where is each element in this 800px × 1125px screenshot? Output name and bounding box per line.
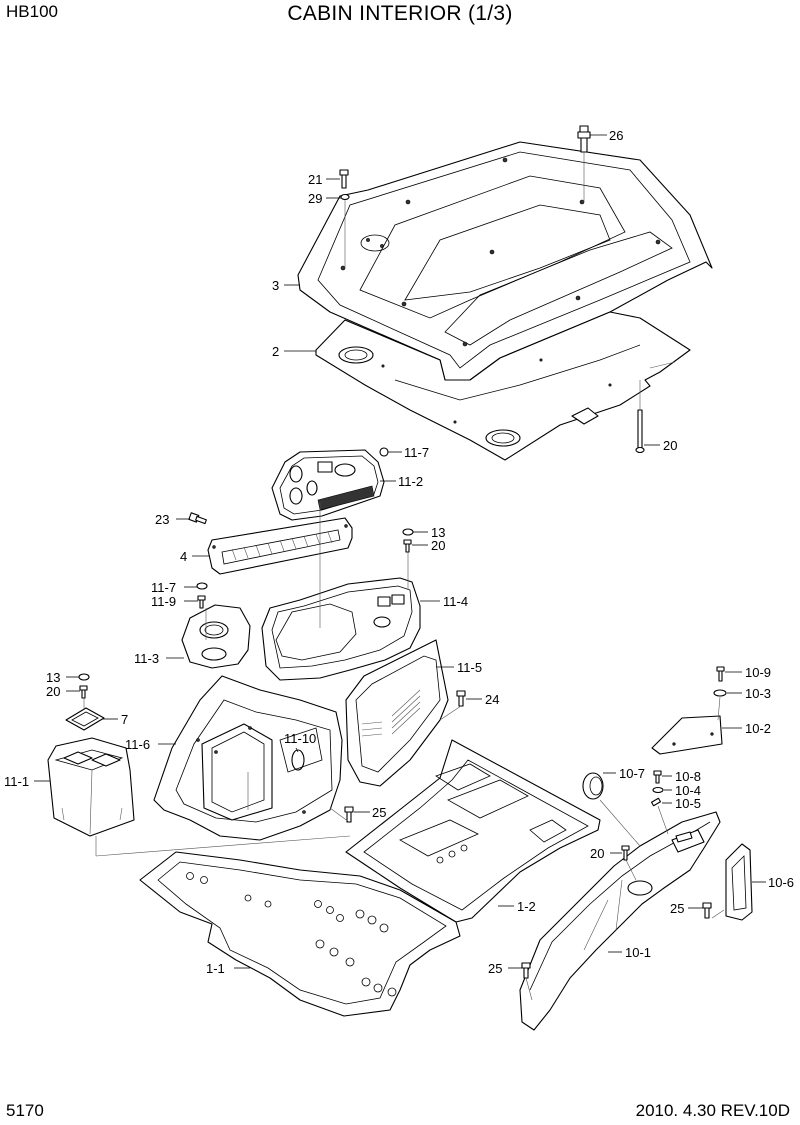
screw-part-20-upper [403, 539, 412, 553]
callout-10-6: 10-6 [768, 875, 794, 890]
cap-part-13-lower [78, 673, 90, 681]
model-code: HB100 [6, 2, 58, 21]
callout-25-lower: 25 [488, 961, 502, 976]
screw-part-10-9 [716, 666, 725, 682]
cap-part-11-7-lower [196, 582, 208, 590]
callout-20-roof: 20 [663, 438, 677, 453]
callout-11-6: 11-6 [125, 737, 150, 752]
screw-part-20-right [621, 845, 630, 861]
callout-25-right: 25 [670, 901, 684, 916]
callout-10-9: 10-9 [745, 665, 771, 680]
screw-part-24 [456, 690, 466, 707]
callout-20-lower: 20 [46, 684, 60, 699]
grommet-part-10-7 [582, 772, 604, 800]
callout-1-2: 1-2 [517, 899, 536, 914]
callout-11-3: 11-3 [134, 651, 159, 666]
callout-24: 24 [485, 692, 499, 707]
side-duct-part-10-1 [519, 811, 721, 1031]
floor-mat-part-1-2 [345, 739, 601, 923]
screw-part-10-8 [653, 770, 662, 784]
callout-21: 21 [308, 172, 322, 187]
page-title: CABIN INTERIOR (1/3) [287, 2, 513, 25]
callout-26: 26 [609, 128, 623, 143]
callout-leader-lines [34, 134, 766, 969]
bolt-part-26 [577, 125, 591, 153]
callout-11-4: 11-4 [443, 594, 468, 609]
floor-plate-part-1-1 [139, 851, 461, 1017]
screw-part-20-lower [79, 685, 88, 699]
callout-10-1: 10-1 [625, 945, 651, 960]
cup-holder-part-11-3 [181, 604, 251, 669]
callout-10-3: 10-3 [745, 686, 771, 701]
callout-7: 7 [121, 712, 128, 727]
callout-10-8: 10-8 [675, 769, 701, 784]
assembly-guide-lines [83, 502, 725, 1001]
callout-10-4: 10-4 [675, 783, 701, 798]
callout-3: 3 [272, 278, 279, 293]
side-cover-part-10-2 [651, 715, 723, 755]
cap-part-13-upper [402, 528, 414, 536]
callout-25-console: 25 [372, 805, 386, 820]
clip-part-10-5 [650, 797, 662, 807]
side-panel-part-11-5 [345, 639, 449, 787]
gasket-part-7 [65, 707, 105, 731]
callout-10-5: 10-5 [675, 796, 701, 811]
louver-panel-part-4 [207, 517, 353, 575]
callout-13-lower: 13 [46, 670, 60, 685]
dash-panel-part-11-4 [261, 577, 421, 681]
armrest-box-part-11-1 [47, 737, 135, 837]
revision-date: 2010. 4.30 REV.10D [635, 1101, 790, 1120]
screw-part-23 [188, 512, 207, 525]
callout-2: 2 [272, 344, 279, 359]
callout-4: 4 [180, 549, 187, 564]
callout-23: 23 [155, 512, 169, 527]
callout-11-9: 11-9 [151, 594, 176, 609]
page-number: 5170 [6, 1101, 44, 1120]
screw-part-20-roof [635, 409, 645, 454]
callout-20-upper: 20 [431, 538, 445, 553]
roof-insulation-sheet-part-2 [315, 311, 691, 461]
callout-13-upper: 13 [431, 525, 445, 540]
console-box-part-11-6 [153, 675, 343, 841]
callout-11-1: 11-1 [4, 774, 29, 789]
washer-part-29 [340, 193, 350, 201]
callout-11-5: 11-5 [457, 660, 482, 675]
callout-11-2: 11-2 [398, 474, 423, 489]
screw-part-25-right [702, 902, 712, 919]
callout-labels: 26 21 29 3 2 20 11-7 11-2 23 4 13 20 11-… [4, 128, 794, 976]
callout-29: 29 [308, 191, 322, 206]
callout-10-2: 10-2 [745, 721, 771, 736]
screw-part-21 [339, 169, 349, 189]
washer-part-10-3 [713, 689, 727, 697]
callout-20-right: 20 [590, 846, 604, 861]
callout-11-7-upper: 11-7 [404, 445, 429, 460]
callout-1-1: 1-1 [206, 961, 225, 976]
screw-part-11-9 [197, 595, 206, 609]
post-cover-part-10-6 [725, 843, 753, 921]
washer-part-10-4 [652, 786, 664, 794]
gauge-cluster-part-11-2 [271, 447, 389, 521]
callout-11-10: 11-10 [284, 731, 316, 746]
callout-11-7-lower: 11-7 [151, 580, 176, 595]
callout-10-7: 10-7 [619, 766, 645, 781]
